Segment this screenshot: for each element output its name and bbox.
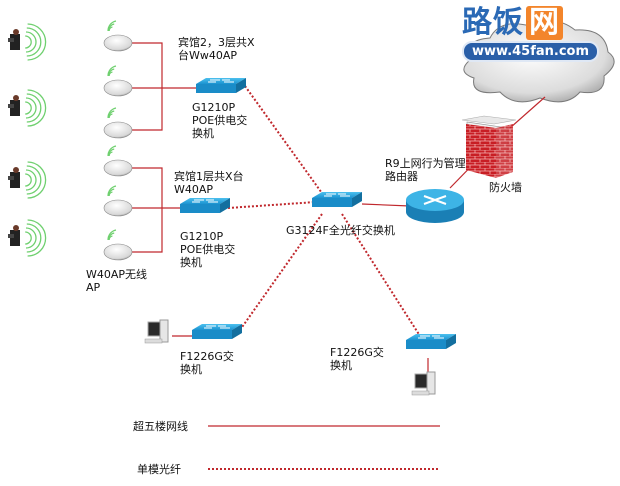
wireless-user-icon bbox=[8, 167, 20, 188]
cable-top-group bbox=[132, 42, 196, 131]
wifi-signal-icon bbox=[25, 89, 47, 127]
fiber-mid-switch-core bbox=[227, 201, 317, 209]
pc-left-icon bbox=[144, 319, 169, 344]
wifi-wave-icon bbox=[107, 229, 117, 241]
fiber-core-right-switch bbox=[341, 213, 421, 337]
router-icon bbox=[406, 189, 464, 223]
wifi-signal-icon bbox=[25, 23, 47, 61]
wireless-user-icon bbox=[8, 225, 20, 246]
wifi-signal-icon bbox=[25, 219, 47, 257]
legend-lines bbox=[208, 425, 440, 470]
label-switch-top: G1210P POE供电交 换机 bbox=[192, 101, 248, 140]
wireless-ap-icon bbox=[103, 34, 133, 52]
wireless-ap-icon bbox=[103, 121, 133, 139]
label-router: R9上网行为管理 路由器 bbox=[385, 157, 466, 183]
switch-mid-icon bbox=[180, 198, 230, 213]
legend-label-fiber: 单模光纤 bbox=[137, 463, 181, 476]
brand-url: www.45fan.com bbox=[462, 41, 600, 62]
cable-mid-group bbox=[132, 167, 180, 253]
wireless-ap-icon bbox=[103, 159, 133, 177]
label-switch-mid: G1210P POE供电交 换机 bbox=[180, 230, 236, 269]
firewall-icon bbox=[461, 115, 517, 178]
cable-firewall-cloud bbox=[509, 96, 546, 129]
wifi-wave-icon bbox=[107, 107, 117, 119]
switch-left-bottom-icon bbox=[192, 324, 242, 339]
label-group-mid: 宾馆1层共X台 W40AP bbox=[174, 170, 244, 196]
label-switch-right-bottom: F1226G交 换机 bbox=[330, 346, 384, 372]
cable-core-router bbox=[361, 203, 411, 207]
wireless-ap-icon bbox=[103, 199, 133, 217]
fiber-lines bbox=[227, 85, 421, 337]
wifi-wave-icon bbox=[107, 20, 117, 32]
wifi-wave-icon bbox=[107, 185, 117, 197]
brand-name: 路饭 bbox=[462, 5, 524, 40]
brand-logo: 路饭网 www.45fan.com bbox=[462, 6, 602, 62]
pc-right-icon bbox=[411, 371, 436, 396]
label-group-top: 宾馆2，3层共X 台Ww40AP bbox=[178, 36, 255, 62]
wireless-ap-icon bbox=[103, 243, 133, 261]
brand-tag: 网 bbox=[526, 6, 563, 40]
legend-label-cable: 超五楼网线 bbox=[133, 420, 188, 433]
switch-core-icon bbox=[312, 192, 362, 207]
wifi-wave-icon bbox=[107, 65, 117, 77]
wifi-wave-icon bbox=[107, 145, 117, 157]
wireless-ap-icon bbox=[103, 79, 133, 97]
label-firewall: 防火墙 bbox=[489, 181, 522, 194]
switch-top-icon bbox=[196, 78, 246, 93]
wireless-user-icon bbox=[8, 29, 20, 50]
label-core-switch: G3124F全光纤交换机 bbox=[286, 224, 395, 237]
wireless-user-icon bbox=[8, 95, 20, 116]
label-switch-left-bottom: F1226G交 换机 bbox=[180, 350, 234, 376]
fiber-top-switch-core bbox=[244, 85, 325, 197]
label-ap: W40AP无线 AP bbox=[86, 268, 148, 294]
wifi-signal-icon bbox=[25, 161, 47, 199]
switch-right-bottom-icon bbox=[406, 334, 456, 349]
